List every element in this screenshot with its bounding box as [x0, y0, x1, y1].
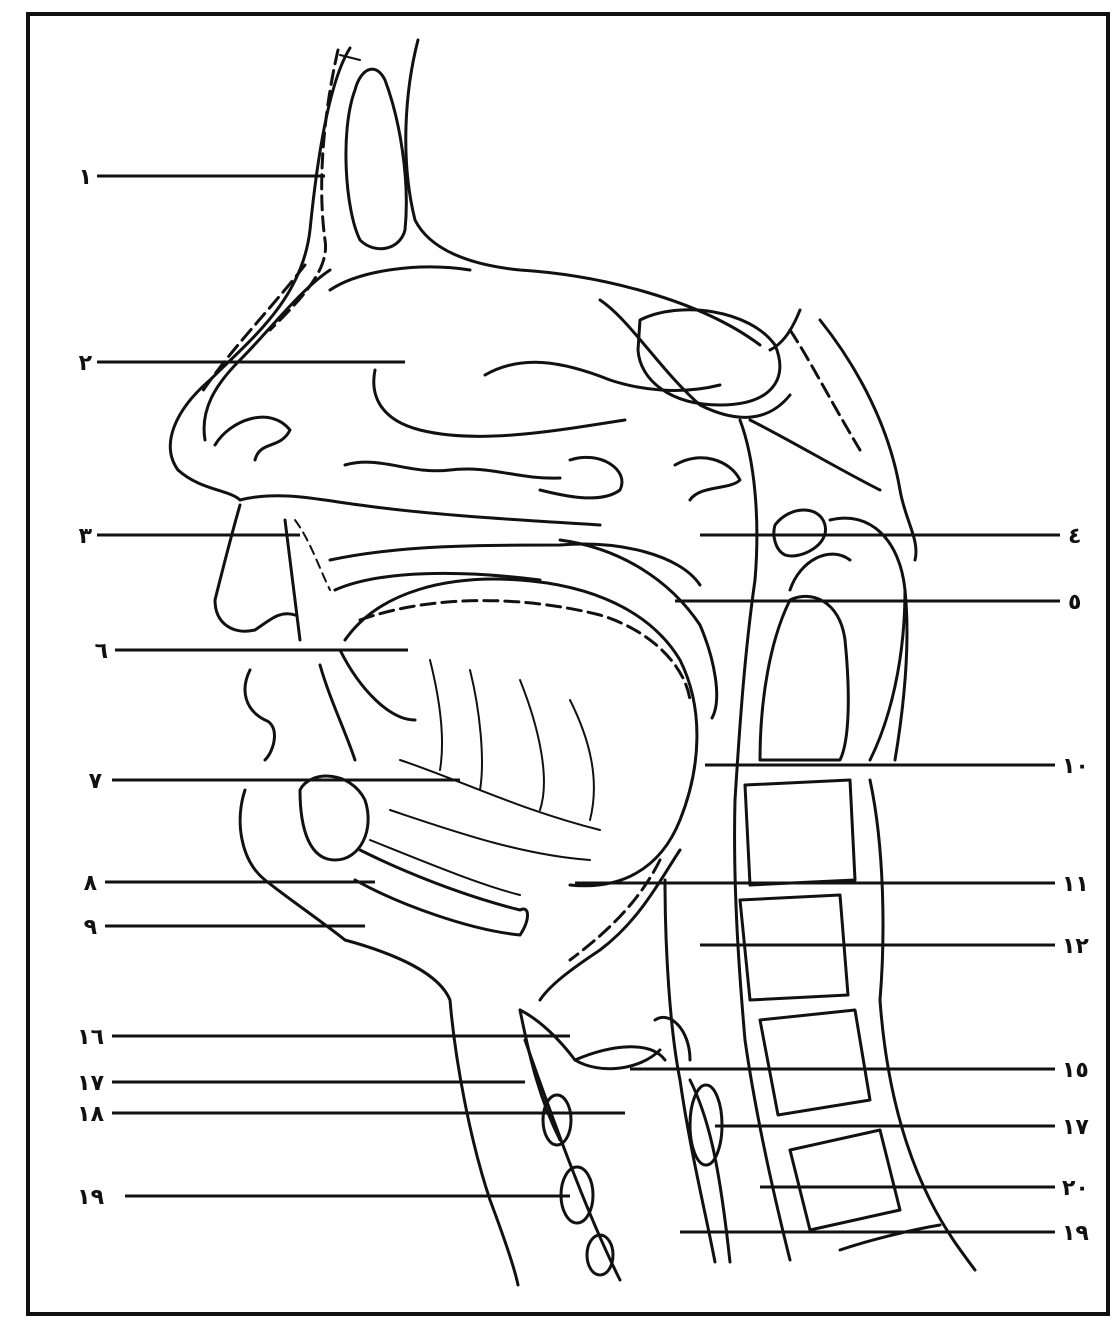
label-6: ٦ — [95, 639, 108, 664]
frontal-sinus — [346, 69, 406, 249]
epiglottis — [540, 850, 680, 1000]
label-4: ٤ — [1068, 524, 1081, 549]
label-3: ٣ — [79, 524, 93, 549]
vertebra-c2 — [760, 596, 848, 760]
label-2: ٢ — [79, 351, 93, 376]
label-11: ١١ — [1062, 872, 1089, 897]
label-12: ١٢ — [1062, 934, 1089, 959]
label-16: ١٦ — [77, 1025, 104, 1050]
label-17-left: ١٧ — [77, 1071, 104, 1096]
label-10: ١٠ — [1062, 754, 1089, 779]
vertebra-c4 — [740, 895, 848, 1000]
label-7: ٧ — [89, 769, 103, 794]
tongue — [345, 579, 697, 886]
vertebra-c1 — [774, 510, 826, 556]
label-19-left: ١٩ — [77, 1185, 104, 1210]
vertebra-c5 — [760, 1010, 870, 1115]
label-18: ١٨ — [77, 1102, 104, 1127]
labels-right: ٤ ٥ ١٠ ١١ ١٢ ١٥ ١٧ ٢٠ ١٩ — [1062, 524, 1089, 1246]
label-19-right: ١٩ — [1062, 1221, 1089, 1246]
diagram-frame — [28, 14, 1108, 1314]
label-8: ٨ — [84, 871, 98, 896]
label-15: ١٥ — [1062, 1058, 1089, 1083]
label-20: ٢٠ — [1062, 1176, 1089, 1201]
head-neck-drawing — [170, 40, 975, 1285]
vertebra-c3 — [745, 780, 855, 885]
label-1: ١ — [79, 165, 92, 190]
labels-left: ١ ٢ ٣ ٦ ٧ ٨ ٩ ١٦ ١٧ ١٨ ١٩ — [77, 165, 108, 1210]
mandible — [300, 776, 368, 860]
label-5: ٥ — [1068, 590, 1081, 615]
label-9: ٩ — [84, 915, 97, 940]
label-17-right: ١٧ — [1062, 1115, 1089, 1140]
vertebra-c6 — [790, 1130, 900, 1230]
